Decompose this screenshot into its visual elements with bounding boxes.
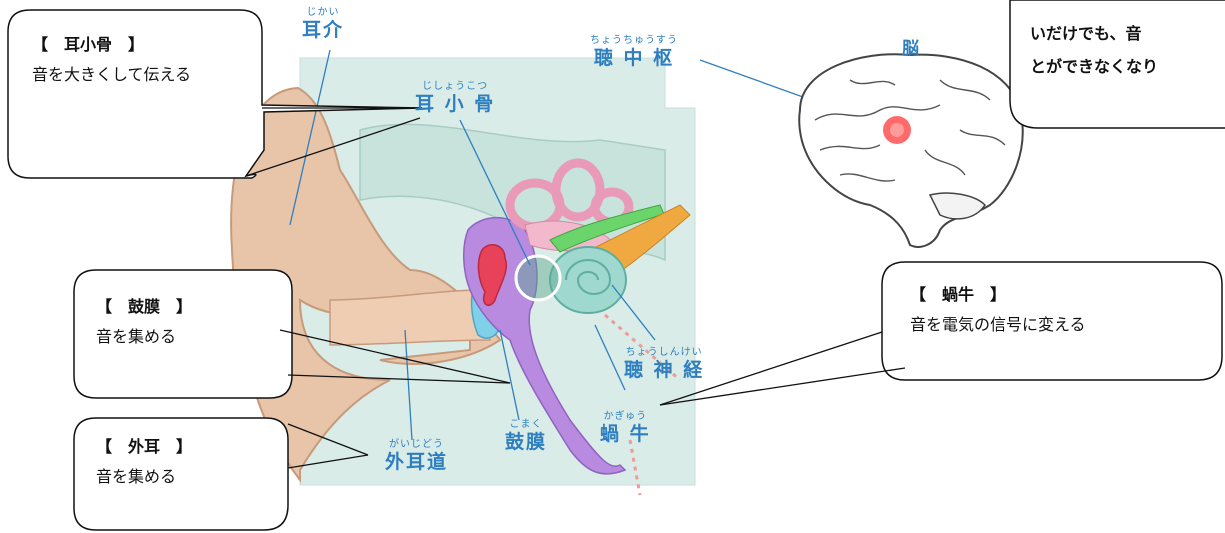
callout-ossicles-title: 【 耳小骨 】 bbox=[32, 35, 145, 54]
label-auricle-ruby: じかい bbox=[306, 7, 340, 18]
callout-eardrum-body: 音を集める bbox=[96, 327, 177, 347]
note-bubble bbox=[1009, 0, 1225, 129]
cochlea-shape bbox=[549, 246, 627, 314]
note-line-1: いだけでも、音 bbox=[1030, 24, 1142, 43]
ossicles-highlight bbox=[514, 254, 562, 302]
callout-cochlea-body: 音を電気の信号に変える bbox=[910, 315, 1086, 335]
label-ossicles-ruby: じしょうこつ bbox=[422, 81, 489, 92]
label-auditory-nerve: ちょうしんけい 聴 神 経 bbox=[624, 348, 704, 380]
callout-eardrum-title: 【 鼓膜 】 bbox=[96, 297, 193, 316]
label-eardrum-ruby: こまく bbox=[509, 419, 543, 430]
label-central-text: 聴 中 枢 bbox=[593, 47, 675, 69]
label-nerve-ruby: ちょうしんけい bbox=[625, 347, 703, 358]
label-cochlea-ruby: かぎゅう bbox=[603, 411, 648, 422]
callout-ossicles-body: 音を大きくして伝える bbox=[32, 65, 192, 85]
brain-illustration bbox=[798, 53, 1024, 248]
callout-outer-ear-title: 【 外耳 】 bbox=[96, 437, 193, 456]
callout-ossicles-bubble bbox=[7, 9, 423, 179]
label-eardrum-text: 鼓膜 bbox=[505, 431, 548, 453]
middle-ear-shape bbox=[463, 216, 627, 475]
callout-cochlea-title: 【 蝸牛 】 bbox=[910, 285, 1007, 304]
note-line-2: とができなくなり bbox=[1030, 56, 1159, 76]
label-ossicles: じしょうこつ 耳 小 骨 bbox=[415, 82, 495, 114]
label-eardrum: こまく 鼓膜 bbox=[505, 420, 547, 452]
label-central-auditory: ちょうちゅうすう 聴 中 枢 bbox=[590, 36, 678, 68]
ossicles-shape bbox=[477, 243, 507, 307]
ear-canal-shape bbox=[329, 289, 491, 346]
callout-eardrum: 【 鼓膜 】 音を集める bbox=[96, 292, 286, 353]
label-cochlea: かぎゅう 蝸 牛 bbox=[600, 412, 651, 444]
label-canal-ruby: がいじどう bbox=[389, 439, 444, 450]
label-nerve-text: 聴 神 経 bbox=[624, 359, 705, 381]
callout-outer-ear: 【 外耳 】 音を集める bbox=[96, 432, 286, 493]
label-auricle: じかい 耳介 bbox=[302, 8, 344, 40]
label-central-ruby: ちょうちゅうすう bbox=[590, 35, 678, 46]
callout-cochlea-bubble bbox=[881, 261, 1223, 381]
label-auricle-text: 耳介 bbox=[302, 19, 345, 41]
callout-outer-ear-bubble bbox=[73, 417, 289, 531]
label-brain: 脳 bbox=[902, 39, 919, 59]
label-cochlea-text: 蝸 牛 bbox=[600, 423, 651, 445]
label-ear-canal: がいじどう 外耳道 bbox=[385, 440, 448, 472]
label-ossicles-text: 耳 小 骨 bbox=[415, 93, 496, 115]
callout-outer-ear-body: 音を集める bbox=[96, 467, 177, 487]
label-canal-text: 外耳道 bbox=[385, 451, 449, 473]
dotted-lines bbox=[604, 313, 681, 496]
note-text: いだけでも、音 とができなくなり bbox=[1030, 18, 1225, 84]
callout-eardrum-bubble bbox=[73, 269, 293, 399]
callout-cochlea: 【 蝸牛 】 音を電気の信号に変える bbox=[910, 280, 1210, 341]
callout-ossicles: 【 耳小骨 】 音を大きくして伝える bbox=[32, 30, 237, 91]
